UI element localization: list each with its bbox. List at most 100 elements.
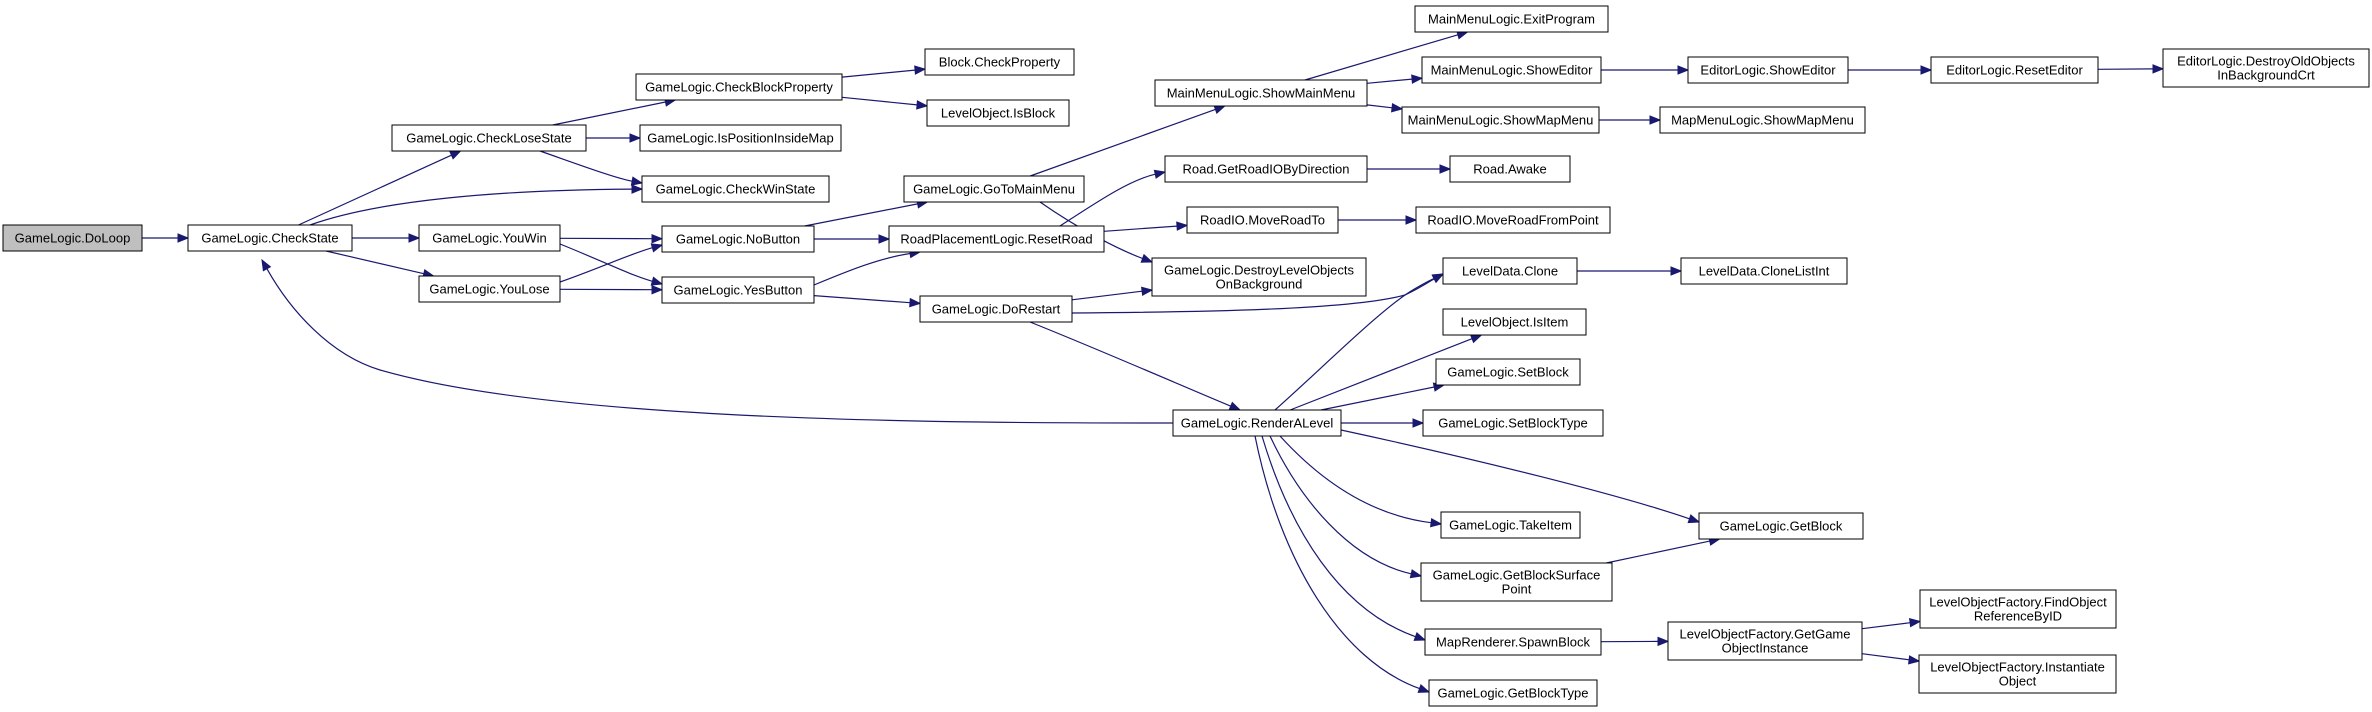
edge-getroadiobydirection-to-roadawake — [1367, 164, 1452, 174]
edge-arrowhead — [1417, 684, 1431, 693]
edge-showmainmenu-to-exitprogram — [1304, 30, 1469, 81]
edge-checkstate-to-youwin — [352, 233, 421, 243]
node-dorestart[interactable]: GameLogic.DoRestart — [919, 295, 1073, 323]
node-label: GameLogic.DestroyLevelObjects — [1164, 263, 1355, 278]
node-setblocktype[interactable]: GameLogic.SetBlockType — [1422, 409, 1604, 437]
node-checkblockproperty[interactable]: GameLogic.CheckBlockProperty — [635, 73, 843, 101]
edge-showmainmenu-to-mmshoweditor — [1366, 74, 1424, 84]
node-nobutton[interactable]: GameLogic.NoButton — [661, 225, 815, 253]
node-box — [2162, 48, 2370, 88]
node-label: LevelObjectFactory.FindObject — [1929, 595, 2107, 610]
node-mmshoweditor[interactable]: MainMenuLogic.ShowEditor — [1421, 56, 1602, 84]
node-renderalevel[interactable]: GameLogic.RenderALevel — [1172, 409, 1342, 437]
edge-checkstate-to-checklosestate — [298, 150, 462, 226]
edge-line — [266, 268, 1174, 424]
edge-arrowhead — [629, 133, 642, 143]
node-box — [2, 224, 143, 252]
node-checklosestate[interactable]: GameLogic.CheckLoseState — [391, 124, 587, 152]
node-exitprogram[interactable]: MainMenuLogic.ExitProgram — [1414, 5, 1609, 33]
node-takeitem[interactable]: GameLogic.TakeItem — [1440, 511, 1581, 539]
edge-arrowhead — [631, 184, 644, 194]
node-box — [1428, 679, 1598, 707]
node-roadawake[interactable]: Road.Awake — [1449, 155, 1571, 183]
edge-yesbutton-to-resetroad — [813, 248, 922, 286]
node-getblocktype[interactable]: GameLogic.GetBlockType — [1428, 679, 1598, 707]
node-checkstate[interactable]: GameLogic.CheckState — [187, 224, 353, 252]
edge-line — [1366, 104, 1393, 109]
node-leveldataclone[interactable]: LevelData.Clone — [1442, 257, 1578, 285]
node-label: GameLogic.SetBlockType — [1438, 416, 1588, 431]
edge-youlose-to-yesbutton — [559, 284, 664, 295]
node-resetroad[interactable]: RoadPlacementLogic.ResetRoad — [888, 225, 1105, 253]
node-box — [1164, 155, 1368, 183]
edge-checkstate-to-youlose — [325, 250, 435, 279]
node-getblock[interactable]: GameLogic.GetBlock — [1698, 512, 1864, 540]
node-box — [1422, 409, 1604, 437]
edge-line — [1340, 429, 1690, 520]
node-label: GameLogic.CheckState — [201, 231, 338, 246]
edge-renderalevel-to-getblocksurfacepoint — [1269, 435, 1423, 579]
edge-arrowhead — [1405, 215, 1418, 225]
edge-renderalevel-to-setblock — [1320, 382, 1446, 411]
node-isitem[interactable]: LevelObject.IsItem — [1442, 308, 1587, 336]
node-label: Object — [1999, 674, 2037, 689]
node-moveroadto[interactable]: RoadIO.MoveRoadTo — [1186, 206, 1339, 234]
node-label: RoadIO.MoveRoadFromPoint — [1427, 213, 1599, 228]
node-showmapmenu[interactable]: MainMenuLogic.ShowMapMenu — [1401, 106, 1600, 134]
edge-line — [1029, 108, 1216, 177]
node-ispositioninsidemap[interactable]: GameLogic.IsPositionInsideMap — [639, 124, 842, 152]
node-reseteditor[interactable]: EditorLogic.ResetEditor — [1930, 56, 2099, 84]
node-youlose[interactable]: GameLogic.YouLose — [418, 275, 561, 303]
edge-renderalevel-to-getblocktype — [1254, 435, 1431, 693]
node-blockcheckproperty[interactable]: Block.CheckProperty — [924, 48, 1075, 76]
node-label: GameLogic.CheckWinState — [656, 182, 816, 197]
node-clonelistint[interactable]: LevelData.CloneListInt — [1680, 257, 1848, 285]
edge-line — [309, 188, 633, 226]
edge-arrowhead — [650, 276, 664, 286]
node-label: EditorLogic.DestroyOldObjects — [2177, 54, 2355, 69]
node-gotomainmenu[interactable]: GameLogic.GoToMainMenu — [903, 175, 1085, 203]
node-showmainmenu[interactable]: MainMenuLogic.ShowMainMenu — [1154, 79, 1368, 107]
edge-line — [1071, 278, 1435, 314]
node-setblock[interactable]: GameLogic.SetBlock — [1435, 358, 1581, 386]
edge-arrowhead — [1649, 115, 1662, 125]
node-yesbutton[interactable]: GameLogic.YesButton — [661, 276, 815, 304]
edge-youwin-to-nobutton — [559, 233, 664, 244]
edge-line — [1861, 653, 1910, 661]
node-levelobjectisblock[interactable]: LevelObject.IsBlock — [926, 99, 1070, 127]
node-label: GameLogic.NoButton — [676, 232, 800, 247]
node-destroyoldobjects[interactable]: EditorLogic.DestroyOldObjectsInBackgroun… — [2162, 48, 2370, 88]
edge-line — [559, 243, 653, 282]
node-mapmenushowmapmenu[interactable]: MapMenuLogic.ShowMapMenu — [1659, 106, 1866, 134]
node-checkwinstate[interactable]: GameLogic.CheckWinState — [641, 175, 830, 203]
node-box — [1172, 409, 1342, 437]
node-label: LevelObject.IsBlock — [941, 106, 1056, 121]
node-findobjectreference[interactable]: LevelObjectFactory.FindObjectReferenceBy… — [1919, 589, 2117, 629]
node-label: LevelObjectFactory.GetGame — [1680, 627, 1851, 642]
node-moveroadfrompoint[interactable]: RoadIO.MoveRoadFromPoint — [1415, 206, 1611, 234]
edge-arrowhead — [408, 233, 421, 243]
node-label: GameLogic.SetBlock — [1447, 365, 1569, 380]
node-box — [1154, 79, 1368, 107]
node-label: Road.GetRoadIOByDirection — [1183, 162, 1350, 177]
edge-line — [1261, 435, 1416, 638]
node-label: GameLogic.TakeItem — [1449, 518, 1572, 533]
node-doloop[interactable]: GameLogic.DoLoop — [2, 224, 143, 252]
node-label: GameLogic.RenderALevel — [1181, 416, 1334, 431]
edge-line — [1059, 173, 1156, 227]
node-editorshoweditor[interactable]: EditorLogic.ShowEditor — [1687, 56, 1849, 84]
node-getroadiobydirection[interactable]: Road.GetRoadIOByDirection — [1164, 155, 1368, 183]
edge-showmainmenu-to-showmapmenu — [1366, 103, 1404, 113]
edge-getgameobjectinstance-to-findobjectreference — [1861, 618, 1922, 630]
edge-line — [1269, 435, 1412, 575]
edge-arrowhead — [1677, 65, 1690, 75]
node-destroylevelobjects[interactable]: GameLogic.DestroyLevelObjectsOnBackgroun… — [1151, 257, 1367, 297]
node-youwin[interactable]: GameLogic.YouWin — [418, 224, 561, 252]
node-spawnblock[interactable]: MapRenderer.SpawnBlock — [1424, 628, 1602, 656]
node-label: InBackgroundCrt — [2217, 68, 2315, 83]
edge-renderalevel-to-leveldataclone — [1274, 273, 1445, 411]
